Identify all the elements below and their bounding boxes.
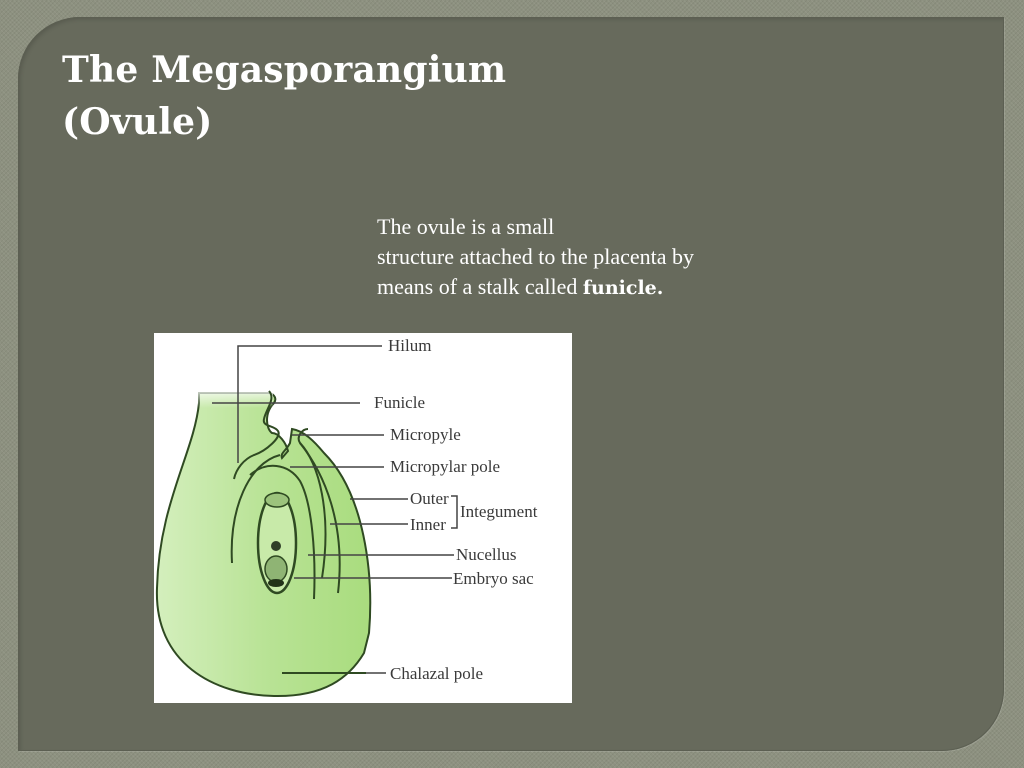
body-line-1: The ovule is a small [377, 214, 555, 239]
slide-title-line-1: The Megasporangium [62, 49, 507, 91]
body-line-3: means of a stalk called funicle. [377, 272, 694, 303]
body-line-3-prefix: means of a stalk called [377, 274, 583, 299]
slide-body-text: The ovule is a small structure attached … [377, 212, 694, 303]
label-embryo-sac: Embryo sac [453, 569, 534, 588]
label-chalazal-pole: Chalazal pole [390, 664, 483, 683]
label-micropylar-pole: Micropylar pole [390, 457, 500, 476]
body-line-2: structure attached to the placenta by [377, 244, 695, 269]
slide-title: The Megasporangium (Ovule) [62, 44, 506, 148]
label-outer: Outer [410, 489, 449, 508]
label-micropyle: Micropyle [390, 425, 461, 444]
label-funicle: Funicle [374, 393, 425, 412]
body-bold-term: funicle. [582, 277, 664, 299]
label-hilum: Hilum [388, 336, 431, 355]
leader-lines [212, 345, 458, 674]
label-inner: Inner [410, 515, 446, 534]
embryo-sac [256, 491, 298, 595]
ovule-diagram: Hilum Funicle Micropyle Micropylar pole … [154, 333, 572, 703]
slide-title-line-2: (Ovule) [62, 101, 213, 143]
label-nucellus: Nucellus [456, 545, 516, 564]
ovule-diagram-svg: Hilum Funicle Micropyle Micropylar pole … [155, 336, 538, 698]
label-integument: Integument [460, 502, 538, 521]
